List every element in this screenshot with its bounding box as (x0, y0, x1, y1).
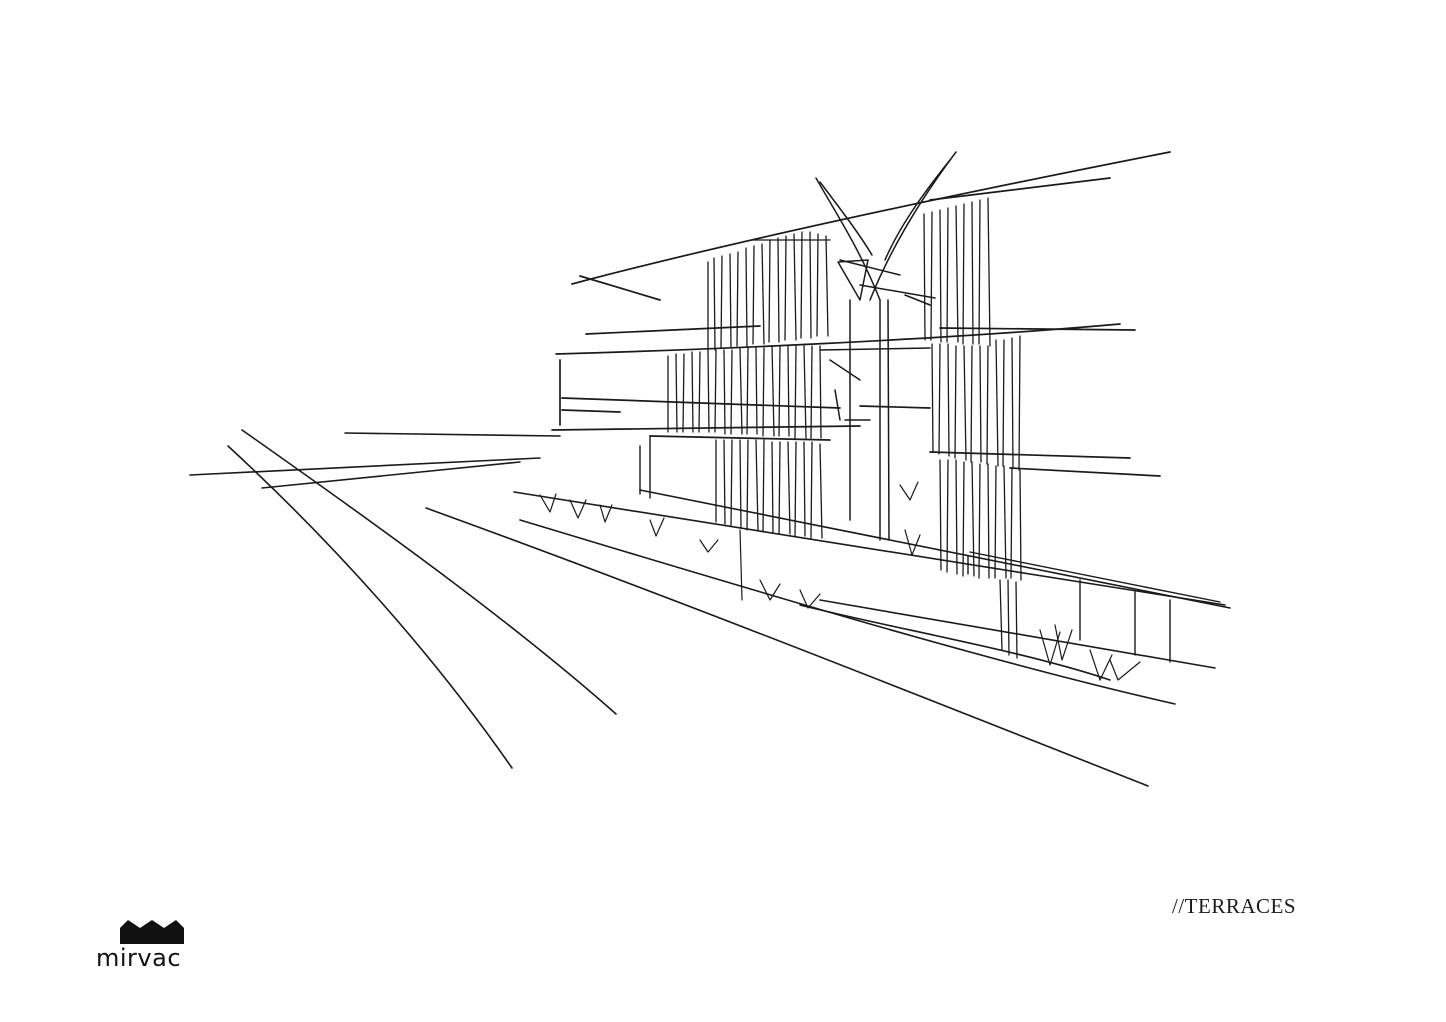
mirvac-peaks-icon (120, 920, 184, 944)
central-atrium (815, 151, 957, 541)
section-caption: //TERRACES (1172, 894, 1297, 918)
logo-wordmark: mirvac (96, 944, 182, 972)
louvre-block-middle-left (667, 345, 822, 439)
planting (539, 481, 1141, 681)
ground-lines (189, 429, 1231, 787)
louvre-block-upper-left (707, 231, 831, 353)
floor-slabs (551, 151, 1171, 477)
louvre-block-lower-left (715, 439, 823, 539)
retaining-walls (639, 435, 1221, 663)
mirvac-logo: mirvac (94, 916, 194, 976)
louvre-block-right-tower (923, 197, 1022, 659)
